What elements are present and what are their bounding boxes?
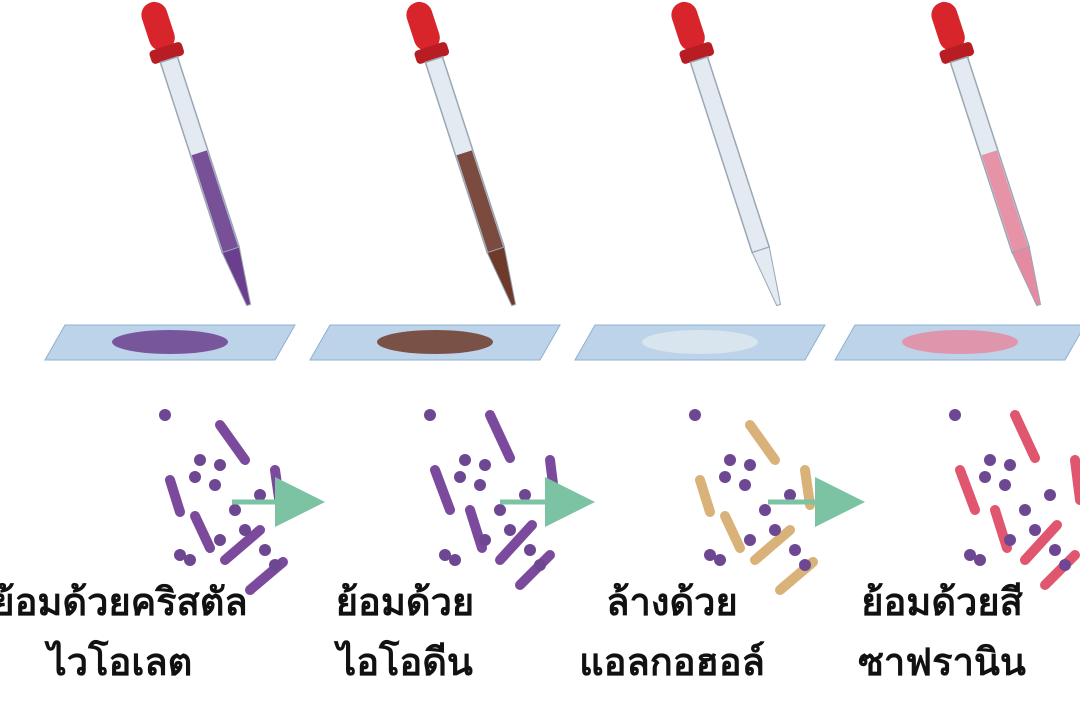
- coccus-bacterium: [229, 504, 241, 516]
- coccus-bacterium: [769, 524, 781, 536]
- coccus-bacterium: [214, 534, 226, 546]
- coccus-bacterium: [1029, 524, 1041, 536]
- coccus-bacterium: [799, 559, 811, 571]
- coccus-bacterium: [719, 471, 731, 483]
- rod-bacterium: [1015, 415, 1035, 458]
- step-4-caption: ย้อมด้วยสี ซาฟรานิน: [812, 572, 1072, 692]
- dropper-icon: [664, 0, 795, 310]
- rod-bacterium: [170, 480, 180, 512]
- coccus-bacterium: [789, 544, 801, 556]
- rod-bacterium: [725, 516, 740, 548]
- dropper-tip: [1012, 247, 1047, 308]
- rod-bacterium: [435, 470, 450, 510]
- coccus-bacterium: [479, 459, 491, 471]
- dropper-liquid: [457, 150, 504, 252]
- rod-bacterium: [550, 460, 555, 500]
- coccus-bacterium: [184, 554, 196, 566]
- coccus-bacterium: [724, 454, 736, 466]
- coccus-bacterium: [189, 471, 201, 483]
- coccus-bacterium: [494, 504, 506, 516]
- dropper-icon: [134, 0, 265, 310]
- coccus-bacterium: [254, 489, 266, 501]
- step-1-caption: ย้อมด้วยคริสตัล ไวโอเลต: [0, 572, 250, 692]
- step-3-caption: ล้างด้วย แอลกอฮอล์: [542, 572, 802, 692]
- bacteria-icon: [949, 409, 1080, 585]
- coccus-bacterium: [979, 471, 991, 483]
- coccus-bacterium: [999, 479, 1011, 491]
- coccus-bacterium: [454, 471, 466, 483]
- step-2-caption: ย้อมด้วย ไอโอดีน: [275, 572, 535, 692]
- coccus-bacterium: [759, 504, 771, 516]
- rod-bacterium: [700, 480, 710, 512]
- step-4-line1: ย้อมด้วยสี: [812, 572, 1072, 632]
- rod-bacterium: [195, 516, 210, 548]
- coccus-bacterium: [269, 559, 281, 571]
- coccus-bacterium: [984, 454, 996, 466]
- coccus-bacterium: [259, 544, 271, 556]
- coccus-bacterium: [1049, 544, 1061, 556]
- coccus-bacterium: [524, 544, 536, 556]
- coccus-bacterium: [1004, 459, 1016, 471]
- coccus-bacterium: [1059, 559, 1071, 571]
- dropper-tip: [222, 247, 257, 308]
- coccus-bacterium: [214, 459, 226, 471]
- coccus-bacterium: [784, 489, 796, 501]
- dropper-icon: [924, 0, 1055, 310]
- step-1-line2: ไวโอเลต: [0, 632, 250, 692]
- dropper-icon: [399, 0, 530, 310]
- coccus-bacterium: [739, 479, 751, 491]
- coccus-bacterium: [239, 524, 251, 536]
- dropper-liquid: [982, 150, 1029, 252]
- step-2-line2: ไอโอดีน: [275, 632, 535, 692]
- coccus-bacterium: [1019, 504, 1031, 516]
- step-2: [310, 0, 560, 585]
- rod-bacterium: [750, 425, 775, 460]
- coccus-bacterium: [1004, 534, 1016, 546]
- dropper-tip: [752, 247, 787, 308]
- rod-bacterium: [960, 470, 975, 510]
- coccus-bacterium: [689, 409, 701, 421]
- stain-smear: [112, 330, 228, 354]
- step-3-line1: ล้างด้วย: [542, 572, 802, 632]
- coccus-bacterium: [1044, 489, 1056, 501]
- rod-bacterium: [490, 415, 510, 458]
- coccus-bacterium: [744, 534, 756, 546]
- coccus-bacterium: [949, 409, 961, 421]
- step-1-line1: ย้อมด้วยคริสตัล: [0, 572, 250, 632]
- coccus-bacterium: [534, 559, 546, 571]
- rod-bacterium: [220, 425, 245, 460]
- coccus-bacterium: [459, 454, 471, 466]
- coccus-bacterium: [449, 554, 461, 566]
- step-3-line2: แอลกอฮอล์: [542, 632, 802, 692]
- coccus-bacterium: [744, 459, 756, 471]
- stain-smear: [377, 330, 493, 354]
- coccus-bacterium: [424, 409, 436, 421]
- step-2-line1: ย้อมด้วย: [275, 572, 535, 632]
- dropper-tip: [487, 247, 522, 308]
- coccus-bacterium: [474, 479, 486, 491]
- coccus-bacterium: [504, 524, 516, 536]
- step-4-line2: ซาฟรานิน: [812, 632, 1072, 692]
- stain-smear: [642, 330, 758, 354]
- bacteria-icon: [424, 409, 555, 585]
- coccus-bacterium: [159, 409, 171, 421]
- rod-bacterium: [1075, 460, 1080, 500]
- stain-smear: [902, 330, 1018, 354]
- coccus-bacterium: [714, 554, 726, 566]
- dropper-liquid: [192, 150, 239, 252]
- dropper-tube: [690, 57, 769, 253]
- coccus-bacterium: [194, 454, 206, 466]
- coccus-bacterium: [974, 554, 986, 566]
- step-4: [835, 0, 1080, 585]
- coccus-bacterium: [519, 489, 531, 501]
- coccus-bacterium: [209, 479, 221, 491]
- coccus-bacterium: [479, 534, 491, 546]
